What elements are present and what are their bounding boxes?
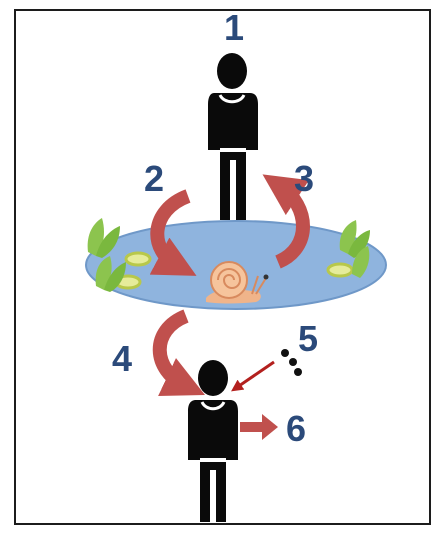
curved-arrow-icon [149,189,197,276]
person-icon [188,360,238,522]
particles-icon [281,349,302,376]
step-label-3: 3 [294,158,314,199]
snail-icon [206,261,269,304]
straight-arrow-icon [240,414,278,440]
step-label-2: 2 [144,158,164,199]
leaf-icon-left [87,218,126,292]
step-label-5: 5 [298,318,318,359]
leaf-icon-right [339,220,370,278]
curved-arrow-icon [262,174,310,269]
person-icon [208,53,258,220]
lily-pads [114,251,354,290]
step-label-4: 4 [112,338,132,379]
lily-pad-icon [326,262,354,278]
lily-pad-icon [124,251,152,267]
straight-arrow-icon [231,360,275,392]
step-label-1: 1 [224,7,244,48]
curved-arrow-icon [152,309,205,397]
step-label-6: 6 [286,408,306,449]
